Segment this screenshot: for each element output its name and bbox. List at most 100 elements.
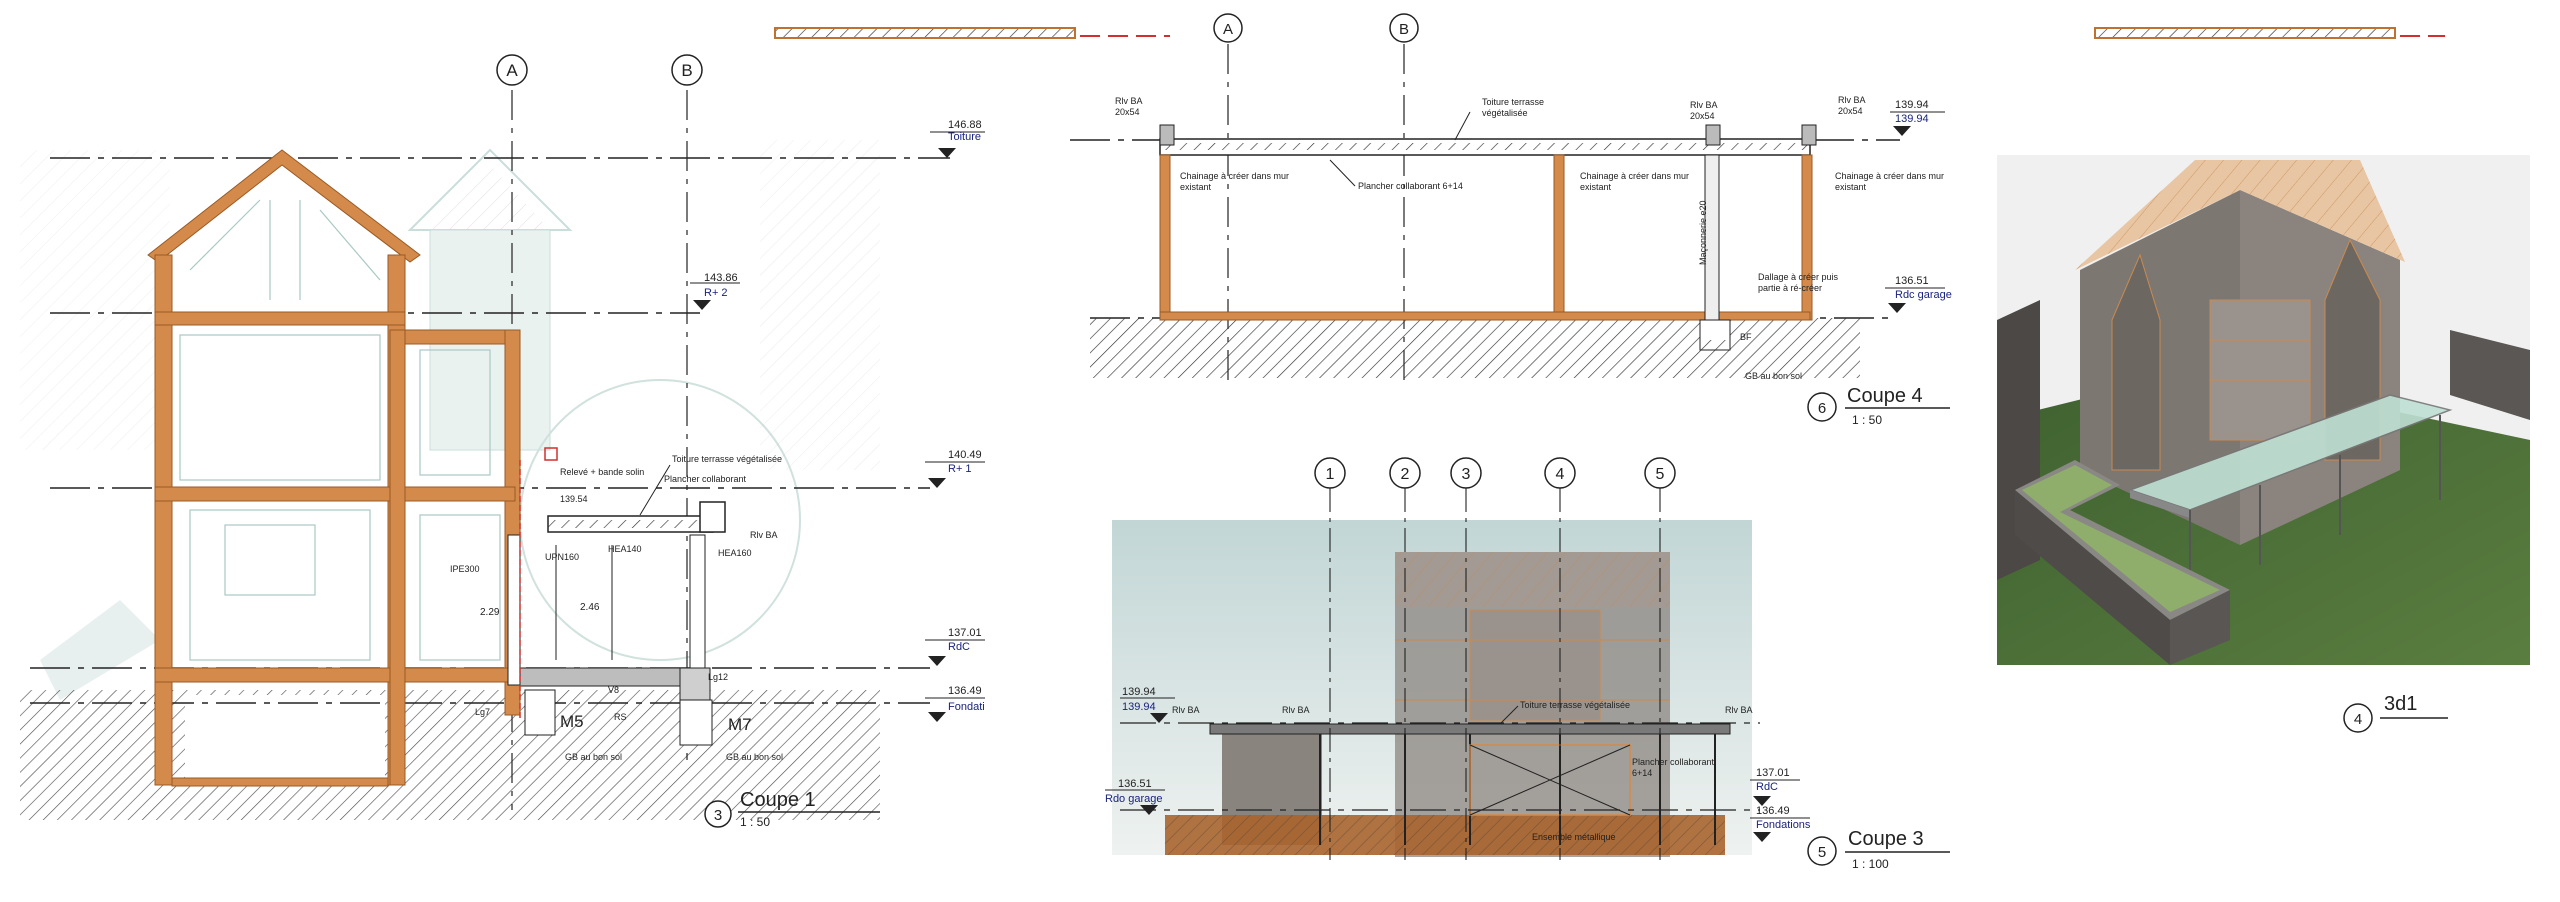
svg-text:4: 4 xyxy=(2354,711,2362,728)
view-3d xyxy=(1997,155,2530,665)
svg-text:Rlv BA: Rlv BA xyxy=(1725,705,1753,715)
svg-text:Chainage à créer dans mur: Chainage à créer dans mur xyxy=(1580,171,1689,181)
view-title-coupe-1: 3 Coupe 1 1 : 50 xyxy=(704,789,880,829)
svg-text:végétalisée: végétalisée xyxy=(1482,108,1528,118)
svg-text:M5: M5 xyxy=(560,712,584,731)
svg-text:139.94: 139.94 xyxy=(1895,113,1929,125)
level-marker-coupe4-top: 139.94 139.94 xyxy=(1890,99,1945,136)
svg-text:Rdc garage: Rdc garage xyxy=(1895,289,1952,301)
svg-text:3: 3 xyxy=(714,807,722,824)
house-interior xyxy=(179,199,501,661)
svg-text:RdC: RdC xyxy=(948,641,970,653)
svg-text:139.94: 139.94 xyxy=(1895,99,1929,111)
svg-text:A: A xyxy=(506,61,518,80)
svg-text:Toiture terrasse: Toiture terrasse xyxy=(1482,97,1544,107)
svg-text:Toiture: Toiture xyxy=(948,131,981,143)
svg-text:Relevé + bande solin: Relevé + bande solin xyxy=(560,467,644,477)
svg-text:RS: RS xyxy=(614,712,627,722)
svg-text:Plancher collaborant 6+14: Plancher collaborant 6+14 xyxy=(1358,181,1463,191)
svg-text:Rlv BA: Rlv BA xyxy=(1115,96,1143,106)
svg-text:R+ 2: R+ 2 xyxy=(704,287,728,299)
svg-text:146.88: 146.88 xyxy=(948,119,982,131)
svg-text:137.01: 137.01 xyxy=(1756,767,1790,779)
grid-bubble-a-coupe4: A xyxy=(1213,13,1243,43)
svg-text:existant: existant xyxy=(1180,182,1212,192)
svg-text:139.94: 139.94 xyxy=(1122,686,1156,698)
svg-text:3: 3 xyxy=(1462,466,1471,483)
svg-text:1 : 100: 1 : 100 xyxy=(1852,857,1889,871)
svg-text:partie à ré-créer: partie à ré-créer xyxy=(1758,283,1822,293)
svg-text:Rlv BA: Rlv BA xyxy=(750,530,778,540)
svg-text:3d1: 3d1 xyxy=(2384,693,2417,715)
svg-text:B: B xyxy=(1399,21,1409,38)
section-coupe-1: A B xyxy=(20,54,985,829)
svg-text:Coupe 3: Coupe 3 xyxy=(1848,828,1924,850)
level-marker-fondations: 136.49 Fondati xyxy=(925,685,985,722)
svg-text:Toiture terrasse végétalisée: Toiture terrasse végétalisée xyxy=(1520,700,1630,710)
svg-text:M7: M7 xyxy=(728,715,752,734)
svg-text:143.86: 143.86 xyxy=(704,272,738,284)
svg-text:2.29: 2.29 xyxy=(480,607,500,618)
svg-text:Maçonnerie e20: Maçonnerie e20 xyxy=(1698,200,1708,265)
svg-text:Fondati: Fondati xyxy=(948,701,985,713)
svg-text:Chainage à créer dans mur: Chainage à créer dans mur xyxy=(1835,171,1944,181)
view-title-coupe-4: 6 Coupe 4 1 : 50 xyxy=(1807,385,1950,427)
svg-text:IPE300: IPE300 xyxy=(450,564,480,574)
grid-bubbles-coupe3: 1 2 3 4 5 xyxy=(1314,457,1676,489)
svg-text:6+14: 6+14 xyxy=(1632,768,1652,778)
svg-text:V8: V8 xyxy=(608,685,619,695)
svg-text:Coupe 1: Coupe 1 xyxy=(740,789,816,811)
section-coupe-3: 1 2 3 4 5 Rlv BA Rlv BA Rlv BA Toiture xyxy=(1105,457,1950,871)
svg-text:existant: existant xyxy=(1835,182,1867,192)
svg-text:136.51: 136.51 xyxy=(1118,778,1152,790)
level-markers-coupe3: 139.94 139.94 136.51 Rdo garage 137.01 R… xyxy=(1105,686,1811,842)
level-marker-r1: 140.49 R+ 1 xyxy=(925,449,985,488)
svg-text:Rlv BA: Rlv BA xyxy=(1690,100,1718,110)
svg-text:UPN160: UPN160 xyxy=(545,552,579,562)
svg-text:140.49: 140.49 xyxy=(948,449,982,461)
svg-text:137.01: 137.01 xyxy=(948,627,982,639)
svg-text:Rlv BA: Rlv BA xyxy=(1282,705,1310,715)
level-marker-r2: 143.86 R+ 2 xyxy=(690,272,740,310)
svg-text:Chainage à créer dans mur: Chainage à créer dans mur xyxy=(1180,171,1289,181)
svg-text:2: 2 xyxy=(1401,466,1410,483)
svg-text:136.49: 136.49 xyxy=(1756,805,1790,817)
grid-bubble-b: B xyxy=(671,54,703,86)
svg-text:A: A xyxy=(1223,21,1233,38)
background-tower xyxy=(20,140,880,700)
grid-bubble-b-coupe4: B xyxy=(1389,13,1419,43)
svg-text:Plancher collaborant: Plancher collaborant xyxy=(664,474,747,484)
svg-text:4: 4 xyxy=(1556,466,1565,483)
svg-text:Coupe 4: Coupe 4 xyxy=(1847,385,1923,407)
level-marker-toiture: 146.88 Toiture xyxy=(930,119,985,158)
svg-text:R+ 1: R+ 1 xyxy=(948,463,972,475)
grid-bubble-a: A xyxy=(496,54,528,86)
coupe1-annotations: Toiture terrasse végétalisée Relevé + ba… xyxy=(450,454,783,762)
extension-section xyxy=(507,447,726,746)
svg-text:GB au bon sol: GB au bon sol xyxy=(565,752,622,762)
level-marker-rdc: 137.01 RdC xyxy=(925,627,985,666)
svg-text:Lg7: Lg7 xyxy=(475,707,490,717)
svg-text:RdC: RdC xyxy=(1756,781,1778,793)
view-title-coupe-3: 5 Coupe 3 1 : 100 xyxy=(1807,828,1950,871)
3d-garage xyxy=(2015,460,2230,665)
svg-text:2.46: 2.46 xyxy=(580,602,600,613)
svg-text:20x54: 20x54 xyxy=(1690,111,1715,121)
svg-text:B: B xyxy=(681,61,692,80)
view-title-3d: 4 3d1 xyxy=(2343,693,2448,733)
svg-text:Rdo garage: Rdo garage xyxy=(1105,793,1163,805)
house-section xyxy=(147,149,521,787)
svg-text:HEA140: HEA140 xyxy=(608,544,642,554)
svg-text:Rlv BA: Rlv BA xyxy=(1838,95,1866,105)
svg-text:BF: BF xyxy=(1740,332,1752,342)
svg-text:139.94: 139.94 xyxy=(1122,701,1156,713)
svg-text:GB au bon sol: GB au bon sol xyxy=(1745,371,1802,381)
svg-text:6: 6 xyxy=(1818,400,1826,417)
svg-text:1 : 50: 1 : 50 xyxy=(1852,413,1882,427)
svg-text:136.49: 136.49 xyxy=(948,685,982,697)
svg-text:HEA160: HEA160 xyxy=(718,548,752,558)
cropped-drawing-top xyxy=(774,27,2445,39)
svg-text:136.51: 136.51 xyxy=(1895,275,1929,287)
svg-text:1 : 50: 1 : 50 xyxy=(740,815,770,829)
